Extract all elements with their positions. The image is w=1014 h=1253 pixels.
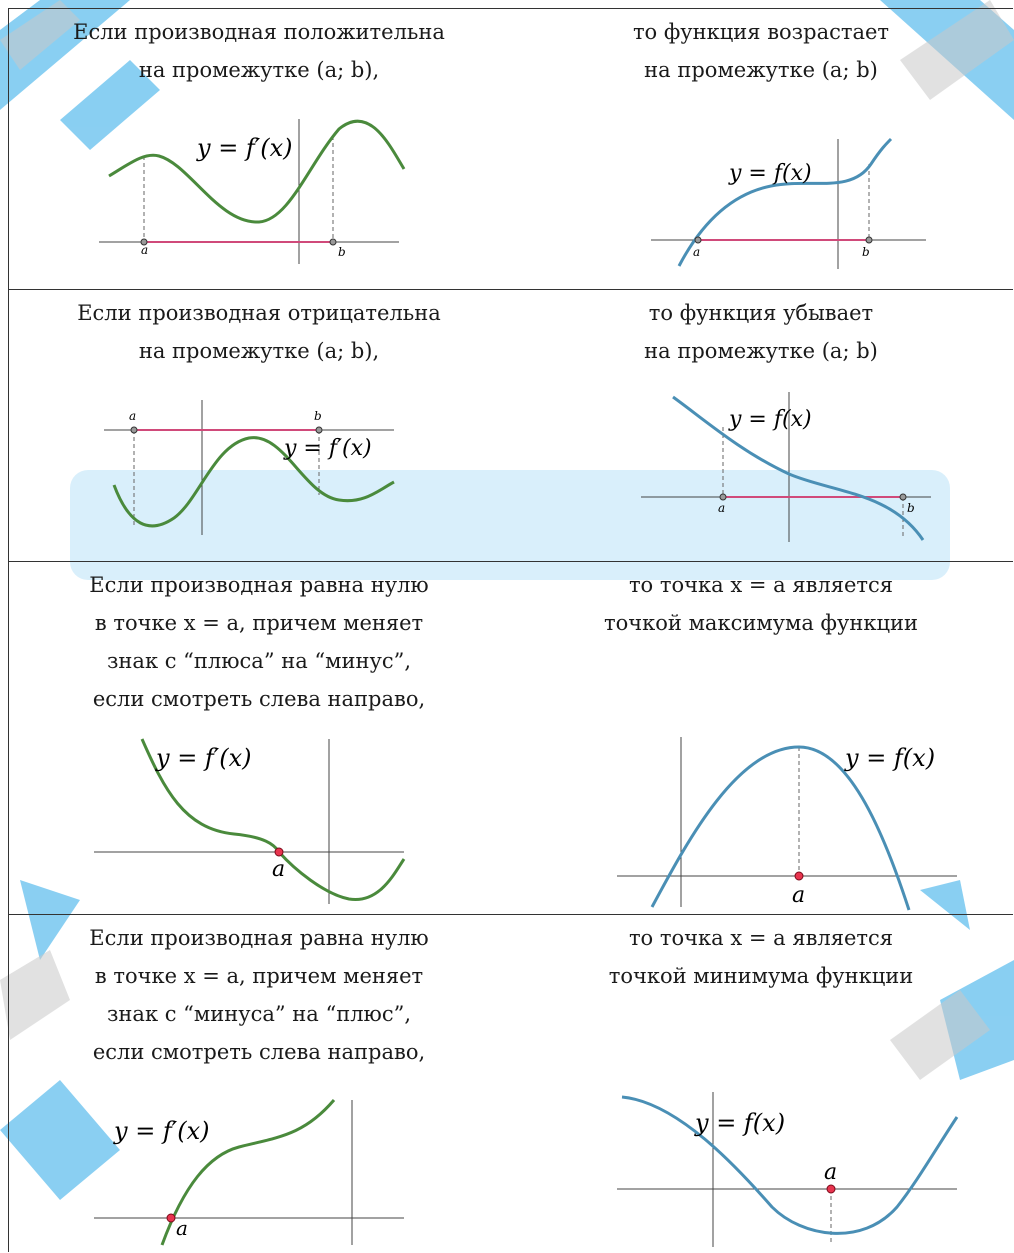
derivative-graph: a b y = f′(x): [104, 400, 395, 535]
right-cell: то функция убывает на промежутке (a; b) …: [511, 290, 1011, 562]
text-line: Если производная равна нулю: [89, 573, 429, 597]
left-cell: Если производная равна нулю в точке x = …: [9, 915, 509, 1253]
left-cell: Если производная отрицательна на промежу…: [9, 290, 509, 562]
graph-label: y = f(x): [728, 407, 812, 432]
point-a-label: a: [176, 1216, 188, 1240]
function-graph: a b y = f(x): [651, 137, 926, 269]
text-line: если смотреть слева направо,: [92, 1040, 426, 1064]
graph-label: y = f(x): [728, 161, 812, 186]
conclusion-text: то точка x = a является точкой максимума…: [511, 566, 1011, 642]
derivative-graph: a y = f′(x): [94, 738, 406, 904]
text-line: в точке x = a, причем меняет: [94, 611, 424, 635]
text-line: знак с “минуса” на “плюс”,: [106, 1002, 412, 1026]
derivative-graph: a b y = f′(x): [99, 119, 406, 264]
rules-table: Если производная положительна на промежу…: [8, 8, 1013, 1252]
conclusion-text: то функция возрастает на промежутке (a; …: [511, 13, 1011, 89]
right-cell: то функция возрастает на промежутке (a; …: [511, 9, 1011, 290]
right-cell: то точка x = a является точкой минимума …: [511, 915, 1011, 1253]
point-b-label: b: [338, 245, 346, 259]
point-b-label: b: [862, 245, 870, 259]
right-cell: то точка x = a является точкой максимума…: [511, 562, 1011, 915]
graph-label: y = f(x): [694, 1109, 785, 1137]
condition-text: Если производная отрицательна на промежу…: [9, 294, 509, 370]
text-line: Если производная отрицательна: [77, 301, 441, 325]
row-minimum: Если производная равна нулю в точке x = …: [9, 914, 1013, 1253]
text-line: то точка x = a является: [628, 926, 894, 950]
function-graph: a y = f(x): [617, 1092, 959, 1247]
row-maximum: Если производная равна нулю в точке x = …: [9, 561, 1013, 915]
condition-text: Если производная равна нулю в точке x = …: [9, 566, 509, 718]
derivative-graph: a y = f′(x): [94, 1099, 404, 1246]
graph-label: y = f(x): [844, 744, 935, 772]
point-a-label: a: [718, 501, 725, 515]
text-line: точкой минимума функции: [608, 964, 914, 988]
conclusion-text: то функция убывает на промежутке (a; b): [511, 294, 1011, 370]
point-b-label: b: [907, 501, 915, 515]
point-a-label: a: [129, 409, 136, 423]
condition-text: Если производная положительна на промежу…: [9, 13, 509, 89]
graph-label: y = f′(x): [113, 1117, 210, 1145]
row-increase: Если производная положительна на промежу…: [9, 8, 1013, 290]
left-cell: Если производная положительна на промежу…: [9, 9, 509, 290]
point-a-label: a: [792, 883, 805, 908]
point-a-label: a: [693, 245, 700, 259]
text-line: то функция убывает: [648, 301, 874, 325]
point-a-label: a: [824, 1160, 837, 1185]
point-b-label: b: [314, 409, 322, 423]
text-line: то точка x = a является: [628, 573, 894, 597]
conclusion-text: то точка x = a является точкой минимума …: [511, 919, 1011, 995]
text-line: точкой максимума функции: [604, 611, 918, 635]
text-line: на промежутке (a; b),: [138, 339, 380, 363]
text-line: если смотреть слева направо,: [92, 687, 426, 711]
graph-label: y = f′(x): [196, 134, 293, 162]
text-line: на промежутке (a; b),: [138, 58, 380, 82]
graph-label: y = f′(x): [283, 436, 372, 461]
function-graph: a y = f(x): [617, 737, 957, 911]
function-graph: a b y = f(x): [641, 392, 931, 542]
text-line: на промежутке (a; b): [644, 339, 878, 363]
point-a-label: a: [272, 857, 285, 882]
left-cell: Если производная равна нулю в точке x = …: [9, 562, 509, 915]
text-line: на промежутке (a; b): [644, 58, 878, 82]
condition-text: Если производная равна нулю в точке x = …: [9, 919, 509, 1071]
point-a-label: a: [141, 243, 148, 257]
graph-label: y = f′(x): [155, 744, 252, 772]
text-line: в точке x = a, причем меняет: [94, 964, 424, 988]
text-line: то функция возрастает: [632, 20, 890, 44]
text-line: знак с “плюса” на “минус”,: [106, 649, 412, 673]
text-line: Если производная равна нулю: [89, 926, 429, 950]
text-line: Если производная положительна: [73, 20, 445, 44]
row-decrease: Если производная отрицательна на промежу…: [9, 289, 1013, 562]
